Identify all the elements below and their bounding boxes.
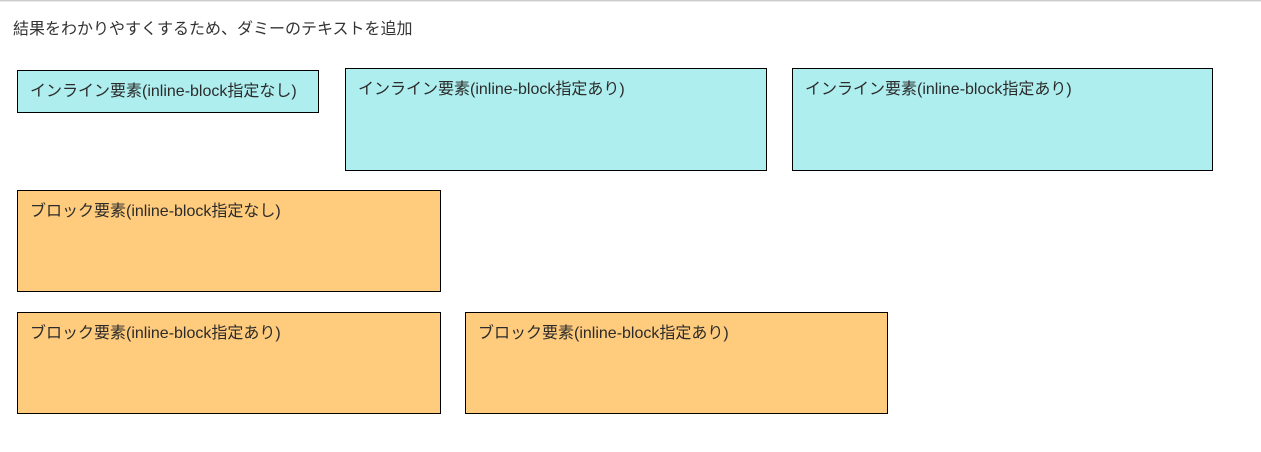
demo-box-inline-with-inline-block-1: インライン要素(inline-block指定あり) (345, 68, 767, 171)
top-divider (0, 0, 1261, 2)
demo-box-inline-no-inline-block: インライン要素(inline-block指定なし) (17, 70, 319, 113)
demo-box-block-no-inline-block: ブロック要素(inline-block指定なし) (17, 190, 441, 292)
intro-text: 結果をわかりやすくするため、ダミーのテキストを追加 (13, 21, 413, 38)
demo-box-block-with-inline-block-2: ブロック要素(inline-block指定あり) (465, 312, 888, 414)
demo-box-block-with-inline-block-1: ブロック要素(inline-block指定あり) (17, 312, 441, 414)
demo-box-inline-with-inline-block-2: インライン要素(inline-block指定あり) (792, 68, 1213, 171)
